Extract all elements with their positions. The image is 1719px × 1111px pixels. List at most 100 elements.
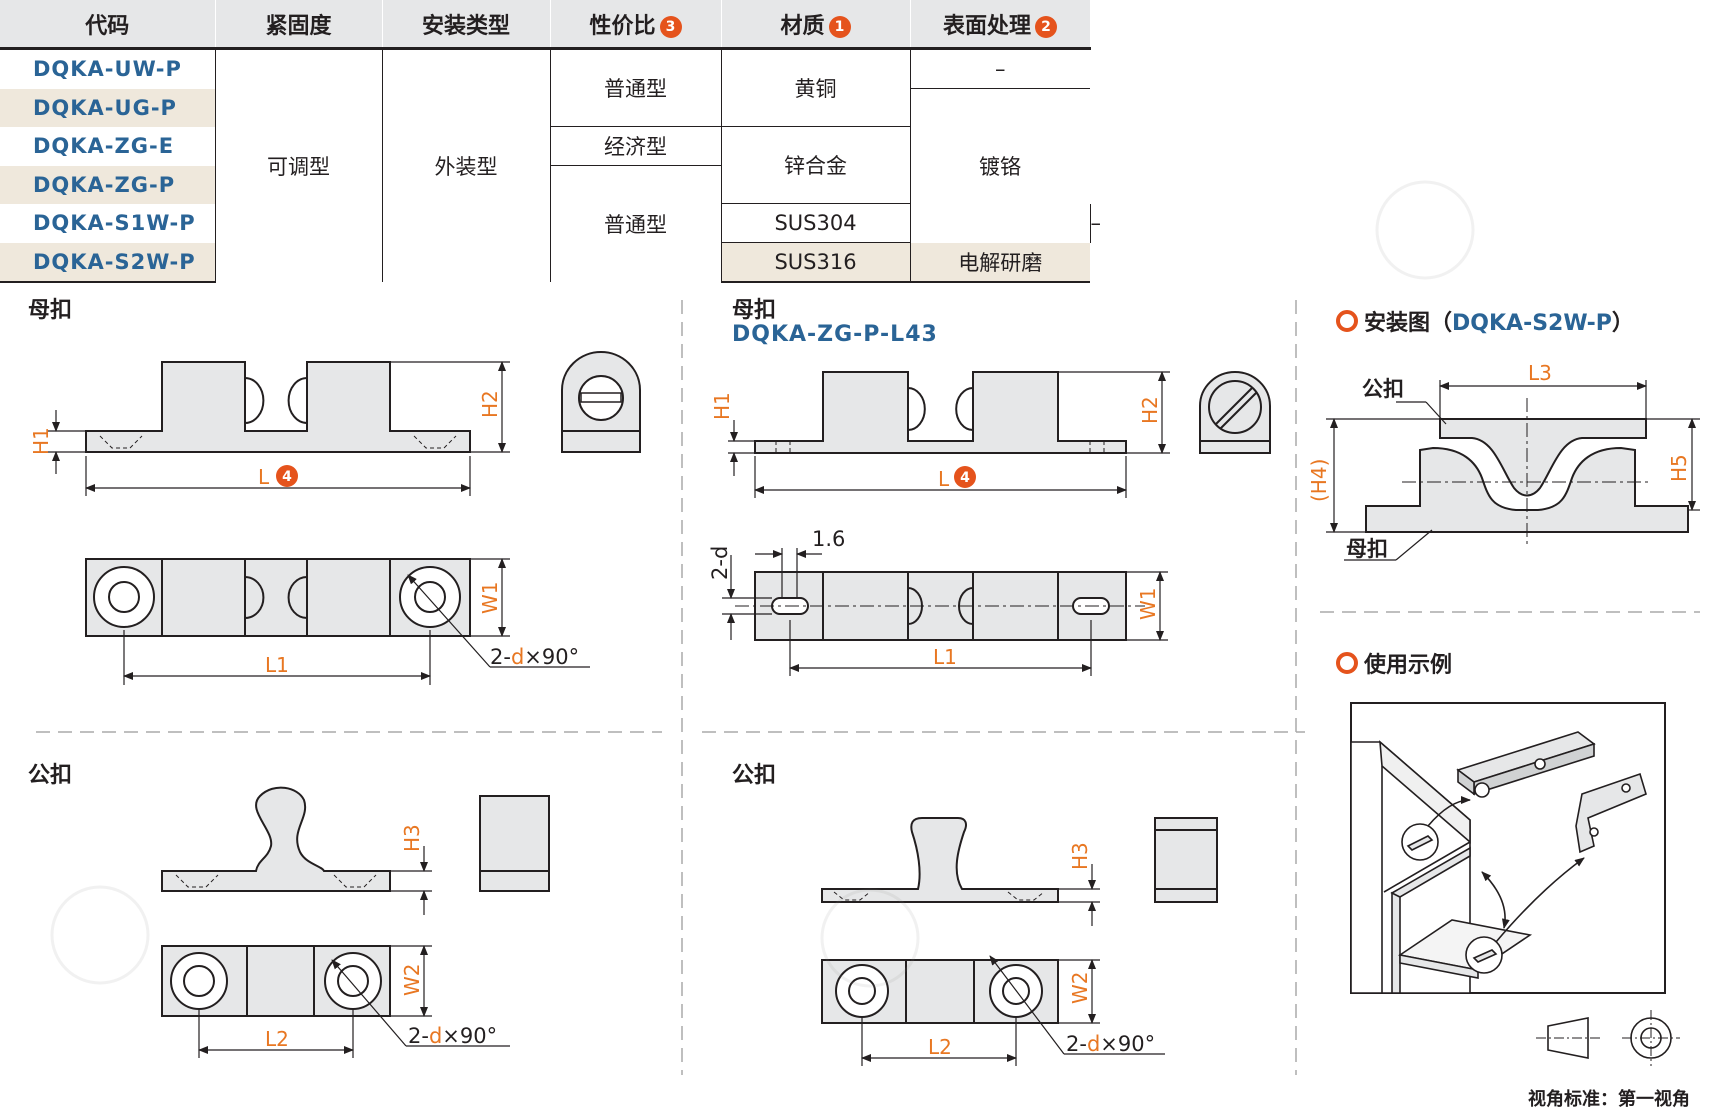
product-code: DQKA-UG-P [33, 95, 177, 120]
dimension-lines [390, 846, 432, 915]
view-standard-note: 视角标准：第一视角 [1528, 1089, 1690, 1110]
product-code: DQKA-S2W-P [0, 242, 215, 283]
surface-cell: 电解研磨 [909, 242, 1090, 283]
usage-title: 使用示例 [1336, 647, 1452, 679]
dim-h2: H2 [478, 390, 502, 418]
tightness-cell: 可调型 [214, 48, 382, 282]
dim-h1: H1 [29, 427, 53, 455]
male-catch-top-view [821, 959, 1059, 1024]
dim-l: L [938, 467, 950, 491]
female-catch-code: DQKA-ZG-P-L43 [732, 322, 938, 347]
product-code: DQKA-UW-P [33, 57, 182, 82]
watermark-logo-icon [50, 180, 1475, 988]
dimension-lines [728, 371, 1170, 498]
cost-cell: 普通型 [549, 48, 721, 127]
female-catch-top-view [735, 571, 1145, 641]
section-dividers [36, 300, 1700, 1075]
table-row: DQKA-ZG-E 经济型 锌合金 [0, 126, 1090, 204]
dim-countersink: 2-d×90° [408, 1024, 497, 1048]
dim-slot-d: 2-d [708, 546, 732, 580]
note-badge [276, 465, 298, 487]
dimension-lines [1058, 864, 1100, 926]
dimension-lines [722, 548, 1168, 676]
female-catch-end-view [1199, 371, 1271, 454]
note-badge: 3 [659, 15, 682, 38]
note-badge: 4 [960, 470, 970, 486]
female-catch-label: 母扣 [732, 298, 777, 323]
install-male-label: 公扣 [1362, 377, 1404, 401]
dim-h1: H1 [710, 392, 734, 420]
male-catch-side-view [161, 786, 391, 892]
table-row: DQKA-UW-P 可调型 外装型 普通型 黄铜 – [0, 48, 1090, 282]
header-code: 代码 [0, 0, 216, 49]
dim-w1: W1 [1136, 588, 1160, 621]
dim-w2: W2 [1068, 972, 1092, 1005]
dim-w2: W2 [400, 964, 424, 997]
dimension-lines [1326, 380, 1700, 561]
dim-h5: H5 [1667, 454, 1691, 482]
dim-countersink: 2-d×90° [1066, 1032, 1155, 1056]
material-cell: 锌合金 [720, 126, 910, 204]
product-code: DQKA-ZG-P [33, 172, 176, 197]
cost-cell: 经济型 [549, 126, 721, 166]
male-catch-top-view [161, 945, 391, 1017]
dim-l3: L3 [1528, 361, 1552, 385]
first-angle-projection-icon [1536, 1010, 1680, 1066]
surface-cell: – [909, 48, 1090, 89]
bullet-ring-icon [1336, 652, 1358, 674]
male-catch-label: 公扣 [28, 763, 73, 788]
male-catch-end-view [1154, 817, 1218, 903]
female-catch-side-view [85, 361, 471, 453]
note-badge [954, 466, 976, 488]
dim-h3: H3 [1068, 842, 1092, 870]
dim-slot-width: 1.6 [812, 527, 845, 551]
dim-h3: H3 [400, 824, 424, 852]
dim-l: L [258, 465, 270, 489]
cost-cell: 普通型 [549, 165, 721, 282]
female-catch-end-view [561, 351, 641, 453]
dimension-lines [198, 945, 510, 1058]
install-type-cell: 外装型 [381, 48, 550, 282]
bullet-ring-icon [1336, 310, 1358, 332]
male-catch-side-view [821, 817, 1059, 903]
material-cell: SUS304 [720, 203, 910, 243]
note-badge: 4 [282, 469, 292, 485]
dim-h2: H2 [1138, 396, 1162, 424]
dim-l1: L1 [265, 653, 289, 677]
dim-countersink: 2-d×90° [490, 645, 579, 669]
female-catch-side-view [754, 371, 1127, 454]
material-cell: SUS316 [720, 242, 910, 283]
dim-l2: L2 [928, 1035, 952, 1059]
header-tightness: 紧固度 [215, 0, 383, 49]
install-female-label: 母扣 [1346, 537, 1388, 561]
dim-w1: W1 [478, 582, 502, 615]
header-install-type: 安装类型 [382, 0, 551, 49]
surface-cell: 镀铬 [909, 88, 1090, 243]
female-catch-top-view [85, 558, 471, 637]
install-code: DQKA-S2W-P [1452, 311, 1612, 336]
female-catch-label: 母扣 [28, 298, 73, 323]
table-row: DQKA-S1W-P SUS304 – [0, 203, 1101, 243]
dim-h4: (H4) [1307, 459, 1331, 502]
product-code: DQKA-S1W-P [33, 211, 196, 235]
male-catch-label: 公扣 [732, 763, 777, 788]
installation-drawing [1365, 398, 1689, 548]
note-badge: 2 [1035, 15, 1057, 38]
dimension-lines [861, 955, 1165, 1066]
male-catch-end-view [479, 795, 550, 892]
note-badge: 1 [828, 15, 851, 38]
product-code: DQKA-ZG-E [33, 134, 175, 158]
install-title: 安装图（DQKA-S2W-P） [1336, 305, 1634, 337]
usage-example-illustration [1350, 702, 1666, 994]
dim-l2: L2 [265, 1027, 289, 1051]
dimension-lines [123, 558, 590, 685]
dim-l1: L1 [933, 645, 957, 669]
dimension-lines [48, 361, 510, 496]
material-cell: 黄铜 [720, 48, 910, 127]
